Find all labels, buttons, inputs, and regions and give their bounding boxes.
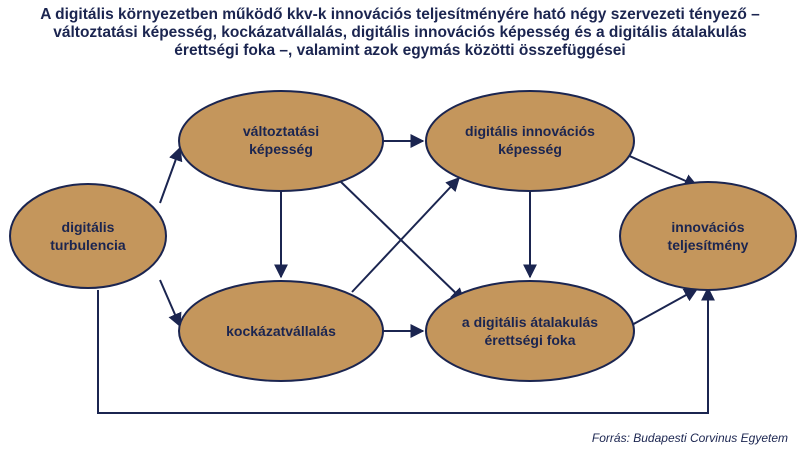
node-innovation-performance-label-2: teljesítmény [668,237,749,253]
arrow-turbulence-to-performance [97,286,715,414]
title-line-2: változtatási képesség, kockázatvállalás,… [53,24,747,41]
node-digital-innovation-capability: digitális innovációs képesség [425,90,635,192]
node-risk-taking-label: kockázatvállalás [226,323,336,339]
node-digital-turbulence-label-1: digitális [62,219,115,235]
node-innovation-performance: innovációs teljesítmény [619,181,797,291]
arrow-turbulence-to-change [159,146,183,204]
source-note: Forrás: Budapesti Corvinus Egyetem [591,431,788,445]
node-digital-transformation-maturity-label-1: a digitális átalakulás [462,314,598,330]
node-change-capability-label-2: képesség [249,141,313,157]
node-digital-innovation-capability-label-1: digitális innovációs [465,123,595,139]
arrow-innovation-to-performance [624,153,699,188]
arrow-maturity-to-performance [629,288,699,327]
node-change-capability: változtatási képesség [178,90,384,192]
node-innovation-performance-label-1: innovációs [671,219,744,235]
node-change-capability-label-1: változtatási [243,123,319,139]
title-line-3: érettségi foka –, valamint azok egymás k… [174,42,626,59]
node-digital-turbulence: digitális turbulencia [9,183,167,289]
node-risk-taking: kockázatvállalás [178,280,384,382]
arrow-risk-to-innovation [351,176,460,293]
node-digital-transformation-maturity: a digitális átalakulás érettségi foka [425,280,635,382]
node-digital-turbulence-label-2: turbulencia [50,237,126,253]
diagram-title: A digitális környezetben működő kkv-k in… [0,6,800,60]
node-digital-transformation-maturity-label-2: érettségi foka [484,332,575,348]
title-line-1: A digitális környezetben működő kkv-k in… [40,6,760,23]
arrows [97,134,715,414]
arrow-change-to-maturity [339,180,466,302]
node-digital-innovation-capability-label-2: képesség [498,141,562,157]
arrow-turbulence-to-risk [159,279,182,328]
